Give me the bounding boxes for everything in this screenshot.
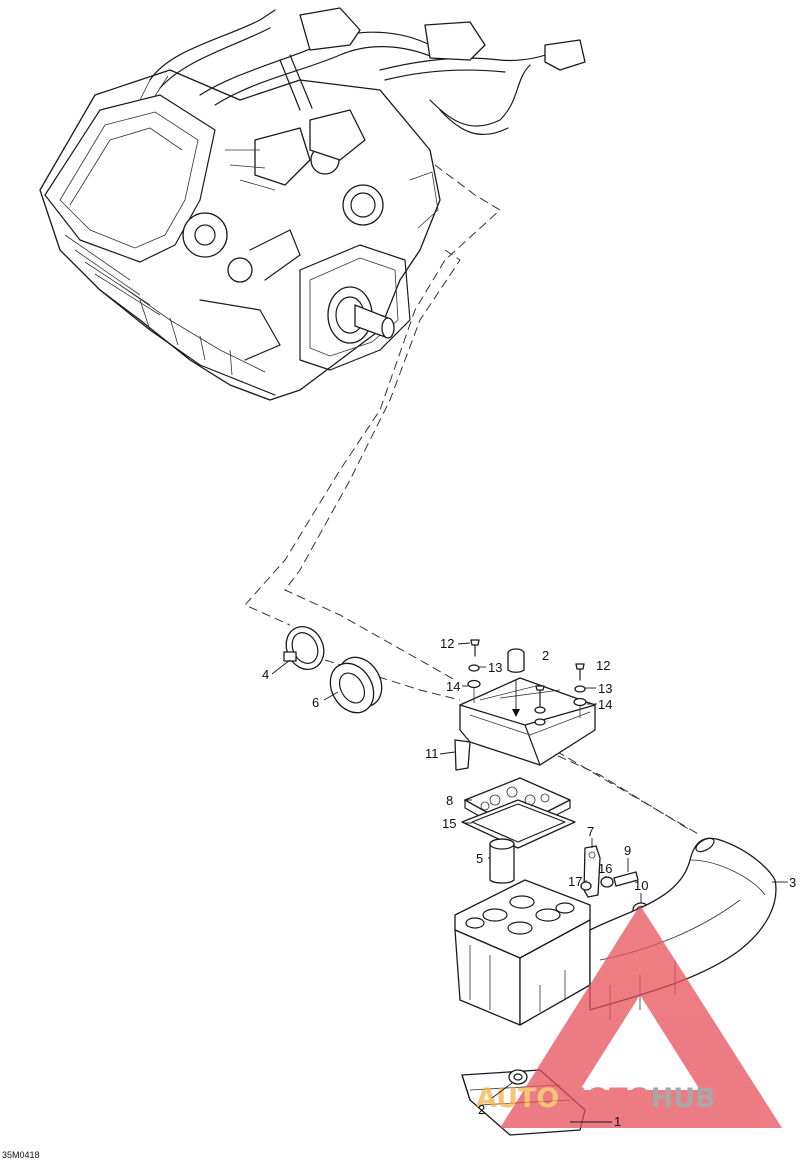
callout-14-left: 14 bbox=[446, 679, 460, 694]
callout-13-right: 13 bbox=[598, 681, 612, 696]
callout-8: 8 bbox=[446, 793, 453, 808]
callout-12-right: 12 bbox=[596, 658, 610, 673]
callout-17: 17 bbox=[568, 874, 582, 889]
watermark-text: AUTOMOTOHUB bbox=[476, 1083, 716, 1114]
callout-16: 16 bbox=[598, 861, 612, 876]
engine-assembly bbox=[39, 7, 586, 401]
watermark-text-moto: MOTO bbox=[559, 1083, 650, 1114]
callout-9: 9 bbox=[624, 843, 631, 858]
callout-13-left: 13 bbox=[488, 660, 502, 675]
callout-3: 3 bbox=[789, 875, 796, 890]
callout-15: 15 bbox=[442, 816, 456, 831]
bottom-grommet bbox=[508, 1069, 528, 1085]
callout-5: 5 bbox=[476, 851, 483, 866]
callout-labels: 1 2 2 3 4 5 6 7 8 9 10 11 12 12 13 13 14… bbox=[2, 636, 796, 1160]
silencer-base bbox=[454, 879, 591, 1026]
watermark-text-hub: HUB bbox=[651, 1083, 716, 1114]
callout-2-top: 2 bbox=[542, 648, 549, 663]
clamp bbox=[283, 626, 325, 670]
callout-10: 10 bbox=[634, 878, 648, 893]
screw-washer-set-left bbox=[467, 639, 481, 703]
watermark-triangle-icon bbox=[500, 905, 782, 1128]
callout-4: 4 bbox=[262, 667, 269, 682]
adaptor-boot bbox=[329, 656, 383, 714]
tube bbox=[489, 838, 515, 884]
screw-washer-set-right bbox=[573, 663, 587, 718]
screw-on-cover bbox=[534, 685, 546, 726]
watermark-logo: AUTOMOTOHUB bbox=[476, 905, 782, 1128]
callout-14-right: 14 bbox=[598, 697, 612, 712]
watermark-text-auto: AUTO bbox=[476, 1083, 559, 1114]
callout-7: 7 bbox=[587, 824, 594, 839]
figure-code: 35M0418 bbox=[2, 1150, 40, 1160]
callout-12-left: 12 bbox=[440, 636, 454, 651]
callout-1: 1 bbox=[614, 1114, 621, 1129]
callout-2-bottom: 2 bbox=[478, 1102, 485, 1117]
callout-11: 11 bbox=[425, 746, 439, 761]
leader-lines bbox=[271, 642, 788, 1123]
rubber-bumper bbox=[507, 648, 525, 717]
silencer-cover bbox=[454, 677, 596, 771]
callout-6: 6 bbox=[312, 695, 319, 710]
